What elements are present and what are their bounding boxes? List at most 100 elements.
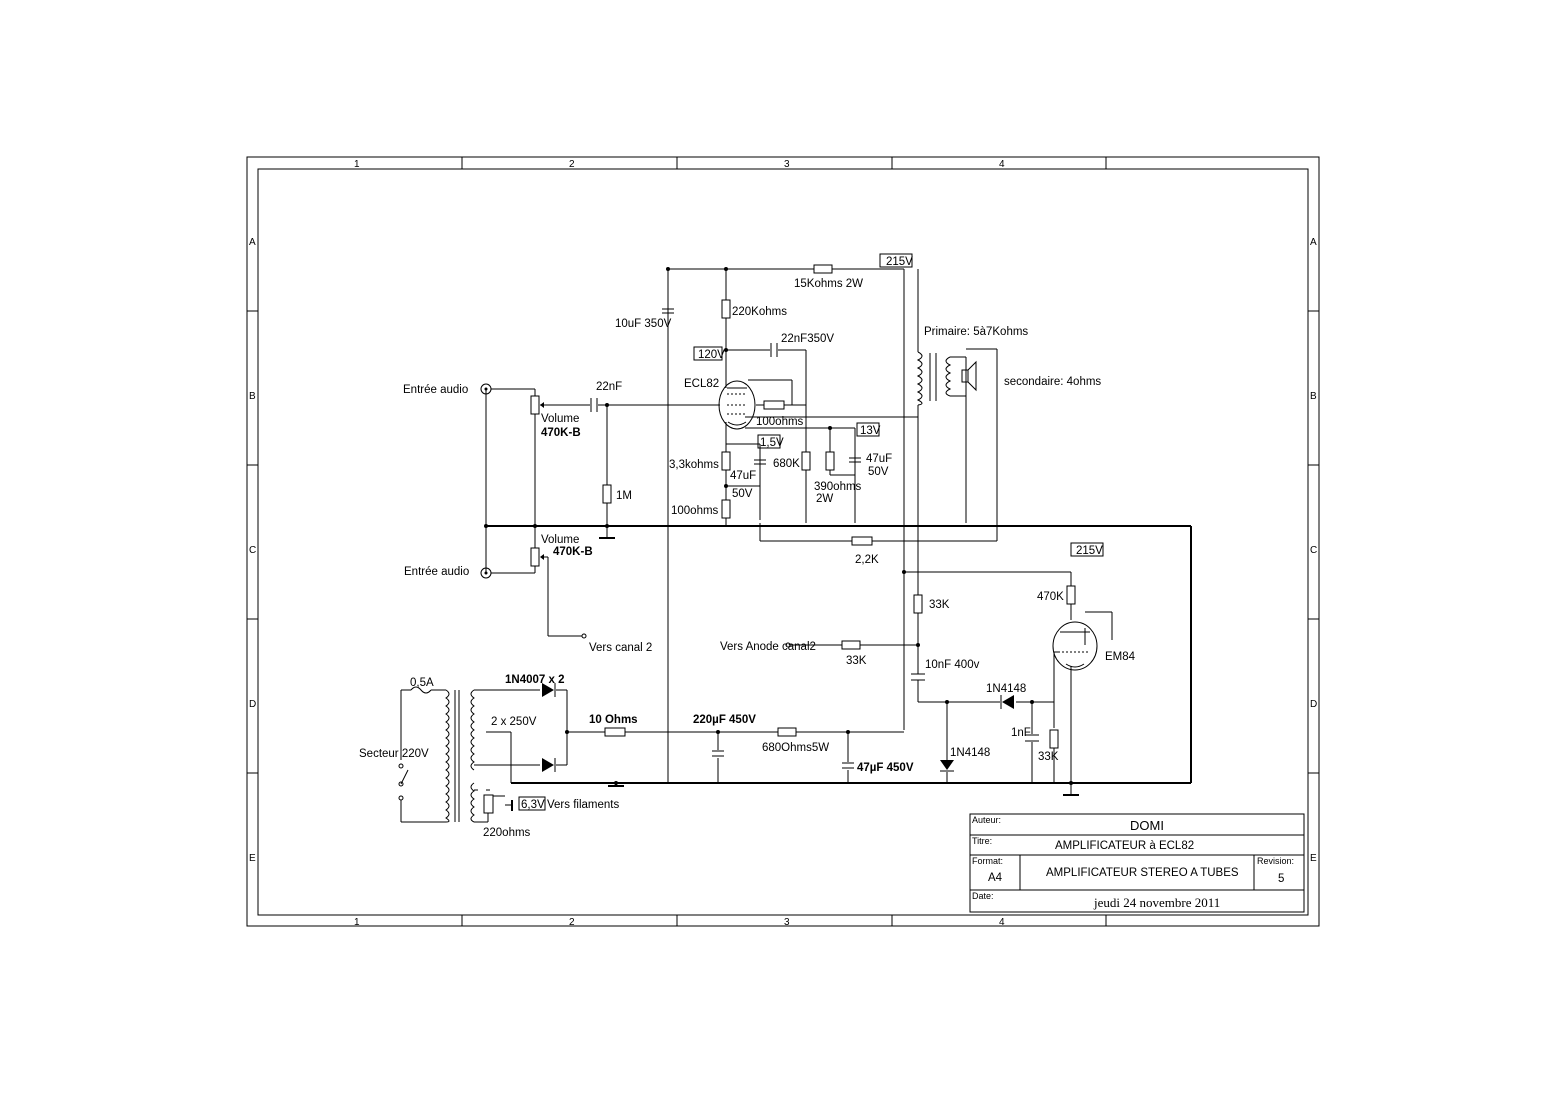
row-label-left-d: D xyxy=(249,699,256,710)
label-10uf: 10uF 350V xyxy=(615,318,672,330)
label-secondaire: secondaire: 4ohms xyxy=(1004,376,1101,388)
title-block-format-label: Format: xyxy=(972,856,1003,866)
voltage-tag-215v-right xyxy=(1070,542,1104,557)
column-label-top-4: 4 xyxy=(999,159,1005,170)
label-22nf350v: 22nF350V xyxy=(781,333,834,345)
title-block-revision-label: Revision: xyxy=(1257,856,1294,866)
volume-pot-2 xyxy=(530,547,544,567)
label-2-2k: 2,2K xyxy=(855,554,879,566)
voltage-tag-6-3v xyxy=(518,796,546,811)
row-label-left-c: C xyxy=(249,545,256,556)
label-6-3v: 6,3V xyxy=(521,799,545,811)
label-47uf-b: 47uF xyxy=(866,453,892,465)
label-10nf: 10nF 400v xyxy=(925,659,980,671)
resistor-3-3k xyxy=(721,451,731,471)
diode-1n4007-b xyxy=(542,758,556,772)
title-block-auteur: DOMI xyxy=(1130,818,1164,833)
title-block-format: A4 xyxy=(988,872,1003,884)
label-1n4148-a: 1N4148 xyxy=(986,683,1026,695)
label-entree-audio-2: Entrée audio xyxy=(404,566,469,578)
label-entree-audio-1: Entrée audio xyxy=(403,384,468,396)
label-em84: EM84 xyxy=(1105,651,1136,663)
potentiometer-220ohms xyxy=(483,794,513,814)
resistor-33k-anode xyxy=(841,640,861,650)
label-22nf: 22nF xyxy=(596,381,622,393)
column-label-bottom-4: 4 xyxy=(999,917,1005,928)
column-label-bottom-3: 3 xyxy=(784,917,790,928)
label-50v: 50V xyxy=(732,488,753,500)
title-block-auteur-label: Auteur: xyxy=(972,815,1001,825)
component-labels: Entrée audio Volume 470K-B 22nF 1M Volum… xyxy=(359,256,1136,839)
capacitor-47uf-cathode xyxy=(754,459,766,465)
label-220k: 220Kohms xyxy=(732,306,787,318)
volume-pot-1 xyxy=(530,395,548,415)
terminal-vers-anode xyxy=(785,642,791,648)
resistor-33k-em84 xyxy=(1049,729,1059,749)
label-pot-1: 470K-B xyxy=(541,427,581,439)
label-220ohms: 220ohms xyxy=(483,827,531,839)
label-fuse: 0,5A xyxy=(410,677,434,689)
mains-switch-icon xyxy=(398,763,409,801)
label-vers-filaments: Vers filaments xyxy=(547,799,619,811)
capacitor-10nf xyxy=(911,673,925,681)
capacitor-220uf xyxy=(712,750,724,757)
title-block: Auteur: DOMI Titre: AMPLIFICATEUR à ECL8… xyxy=(969,813,1305,913)
label-10ohms: 10 Ohms xyxy=(589,714,638,726)
label-47uf-450: 47µF 450V xyxy=(857,762,914,774)
label-pot-2: 470K-B xyxy=(553,546,593,558)
junction-dots xyxy=(484,267,1073,785)
label-215v-right: 215V xyxy=(1076,545,1103,557)
label-100ohms-bot: 100ohms xyxy=(671,505,719,517)
tube-ecl82 xyxy=(718,380,756,430)
capacitor-47uf-450v xyxy=(842,762,854,769)
label-secteur: Secteur 220V xyxy=(359,748,429,760)
label-680-5w: 680Ohms5W xyxy=(762,742,829,754)
fuse-icon xyxy=(410,686,432,694)
resistor-15k-2w xyxy=(813,264,833,274)
title-block-titre: AMPLIFICATEUR à ECL82 xyxy=(1055,840,1194,852)
components xyxy=(398,253,1104,823)
voltage-tag-120v xyxy=(693,346,723,361)
label-33k-c: 33K xyxy=(1038,751,1059,763)
label-220uf: 220µF 450V xyxy=(693,714,756,726)
power-transformer xyxy=(445,689,475,823)
title-block-date: jeudi 24 novembre 2011 xyxy=(1093,895,1220,910)
voltage-tag-13v xyxy=(856,422,880,437)
terminal-vers-canal2 xyxy=(581,633,587,639)
resistor-390ohms xyxy=(825,451,835,471)
title-block-description: AMPLIFICATEUR STEREO A TUBES xyxy=(1046,867,1239,879)
label-33k-a: 33K xyxy=(929,599,950,611)
label-1m: 1M xyxy=(616,490,632,502)
row-label-right-d: D xyxy=(1310,699,1317,710)
resistor-1m xyxy=(602,484,612,504)
label-47uf: 47uF xyxy=(730,470,756,482)
voltage-tag-1-5v xyxy=(757,434,781,449)
label-120v: 120V xyxy=(698,349,725,361)
tube-em84 xyxy=(1052,621,1098,671)
row-label-right-a: A xyxy=(1310,237,1317,248)
row-label-right-e: E xyxy=(1310,853,1317,864)
input-jack-1 xyxy=(480,383,492,395)
title-block-revision: 5 xyxy=(1278,873,1284,885)
label-1n4148-b: 1N4148 xyxy=(950,747,990,759)
resistor-680ohms-5w xyxy=(777,727,797,737)
diode-1n4007-a xyxy=(542,683,556,697)
row-label-left-b: B xyxy=(249,391,256,402)
resistor-10ohms xyxy=(604,727,626,737)
column-label-top-1: 1 xyxy=(354,159,360,170)
title-block-titre-label: Titre: xyxy=(972,836,992,846)
label-13v: 13V xyxy=(860,425,881,437)
column-label-bottom-2: 2 xyxy=(569,917,575,928)
row-label-right-b: B xyxy=(1310,391,1317,402)
label-100ohms-top: 100ohms xyxy=(756,416,804,428)
capacitor-10uf xyxy=(662,308,674,314)
title-block-date-label: Date: xyxy=(972,891,994,901)
label-390-2w: 2W xyxy=(816,493,833,505)
output-transformer xyxy=(916,351,952,406)
diode-1n4148-b xyxy=(940,760,954,772)
resistor-100ohms-cathode xyxy=(721,499,731,519)
resistor-220k xyxy=(721,299,731,319)
resistor-2-2k xyxy=(851,536,873,546)
label-volume-2: Volume xyxy=(541,534,579,546)
